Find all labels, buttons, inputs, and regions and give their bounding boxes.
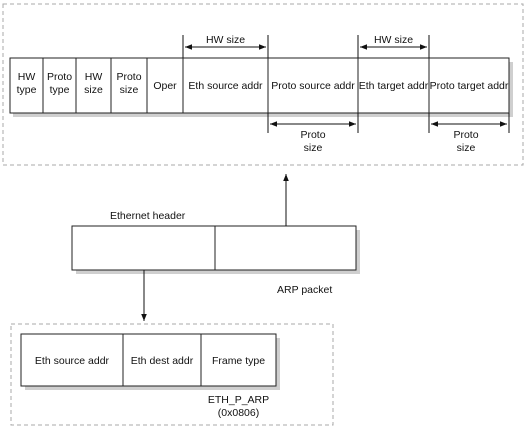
hw-size-dimension-2 xyxy=(357,35,430,58)
field-proto-size xyxy=(110,57,148,114)
proto-size-label-1-line2: size xyxy=(304,142,323,154)
field-proto-source-addr-label: Proto source addr xyxy=(271,80,355,92)
eth-field-frame-type xyxy=(200,333,277,387)
eth-field-source-addr xyxy=(20,333,124,387)
field-proto-size-label-2: size xyxy=(120,84,139,96)
frame-ethernet-header xyxy=(71,225,216,271)
eth-field-dest-addr xyxy=(122,333,202,387)
field-proto-type-label-2: type xyxy=(50,84,70,96)
field-oper-label: Oper xyxy=(153,80,177,92)
hw-size-label-2: HW size xyxy=(374,34,413,46)
field-eth-source-addr xyxy=(182,57,269,114)
field-hw-type xyxy=(9,57,44,114)
field-proto-target-addr xyxy=(428,57,510,114)
field-hw-size-label-2: size xyxy=(84,84,103,96)
hw-size-dimension-1 xyxy=(182,35,269,58)
field-proto-size-label-1: Proto xyxy=(116,71,141,83)
field-hw-type-label-2: type xyxy=(17,84,37,96)
arp-header-region xyxy=(2,3,524,166)
eth-header-region xyxy=(10,323,334,426)
hw-size-label-1: HW size xyxy=(206,34,245,46)
arp-header-fields xyxy=(9,57,510,114)
eth-dest-addr-label: Eth dest addr xyxy=(131,355,194,367)
field-proto-type-label-1: Proto xyxy=(47,71,72,83)
frame-type-label: Frame type xyxy=(212,355,265,367)
field-eth-target-addr-label: Eth target addr xyxy=(359,80,429,92)
frame-arp-packet xyxy=(214,225,357,271)
field-eth-source-addr-label: Eth source addr xyxy=(188,80,263,92)
field-proto-target-addr-label: Proto target addr xyxy=(430,80,509,92)
field-hw-type-label-1: HW xyxy=(18,71,36,83)
field-proto-type xyxy=(42,57,77,114)
proto-size-label-2-line2: size xyxy=(457,142,476,154)
proto-size-label-1-line1: Proto xyxy=(300,129,325,141)
frame-type-value-line1: ETH_P_ARP xyxy=(208,394,269,406)
ethernet-header-label: Ethernet header xyxy=(110,210,186,222)
proto-size-label-2-line1: Proto xyxy=(453,129,478,141)
eth-header-fields xyxy=(20,333,277,387)
proto-size-dimension-2 xyxy=(428,113,510,133)
eth-source-addr-label: Eth source addr xyxy=(35,355,110,367)
proto-size-dimension-1 xyxy=(267,113,359,133)
frame-type-value-line2: (0x0806) xyxy=(218,407,259,419)
arp-packet-label: ARP packet xyxy=(277,284,332,296)
field-hw-size xyxy=(75,57,112,114)
field-hw-size-label-1: HW xyxy=(85,71,103,83)
